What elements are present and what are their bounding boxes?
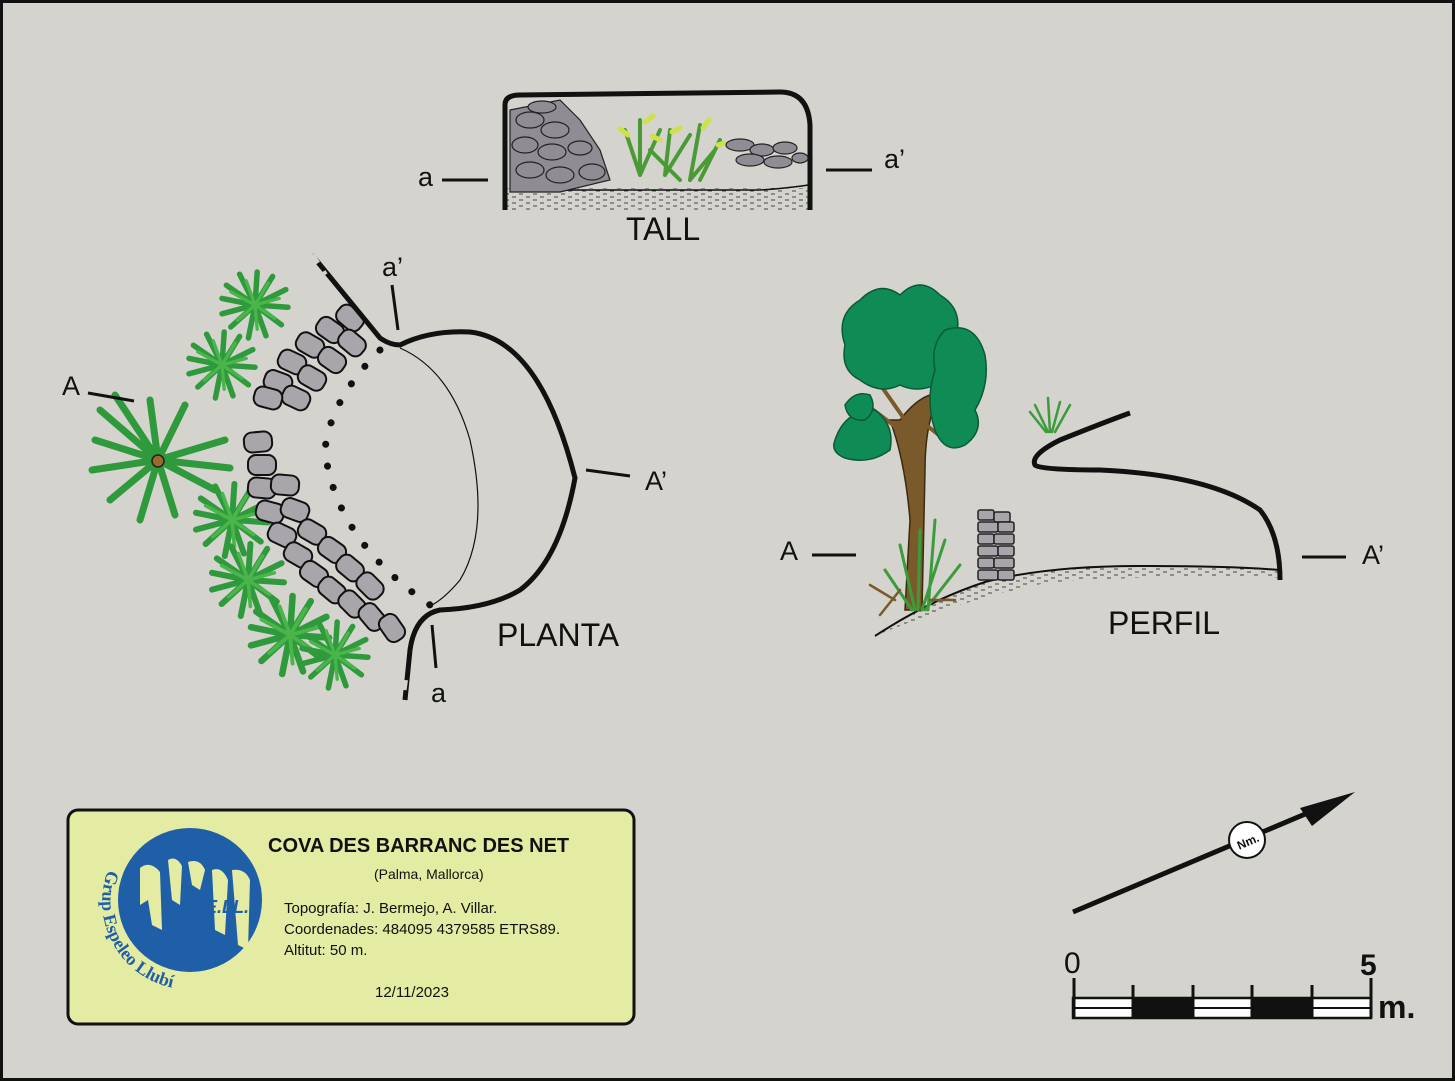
planta-title: PLANTA [497, 617, 620, 653]
perfil-marker-A-prime: A’ [1362, 540, 1384, 570]
info-line-coordenades: Coordenades: 484095 4379585 ETRS89. [284, 921, 560, 938]
tree-trunk [888, 394, 936, 611]
planta-section: a’ a A A’ PLANTA [62, 252, 667, 716]
planta-marker-a-prime: a’ [382, 252, 403, 282]
info-title: COVA DES BARRANC DES NET [268, 835, 569, 857]
planta-marker-a-line [430, 624, 438, 669]
planta-stone-wall-lower [242, 429, 410, 647]
info-subtitle: (Palma, Mallorca) [374, 866, 484, 882]
perfil-title: PERFIL [1108, 605, 1220, 641]
perfil-ground-fill [875, 565, 1280, 636]
tall-floor-sediment [505, 188, 810, 210]
north-arrow-badge [1228, 821, 1266, 859]
planta-marker-a: a [431, 678, 447, 708]
scale-segment-2 [1252, 998, 1312, 1018]
tall-floor-line [510, 184, 809, 191]
planta-cave-outline [310, 253, 578, 701]
perfil-marker-A: A [780, 536, 798, 566]
scale-end-label: 5 [1360, 949, 1377, 982]
planta-marker-A: A [62, 371, 80, 401]
north-arrow-shaft [1072, 809, 1311, 915]
tall-marker-right: a’ [884, 144, 905, 174]
scale-start-label: 0 [1064, 947, 1081, 980]
palm-center [151, 454, 165, 468]
palm-plant [88, 391, 234, 524]
tall-outline [502, 89, 813, 210]
tall-rock-pile-left [509, 99, 611, 193]
scale-unit: m. [1378, 989, 1415, 1025]
tall-rock-pile-right [725, 138, 809, 169]
planta-marker-A-prime-line [585, 468, 631, 478]
info-date: 12/11/2023 [375, 984, 449, 1001]
perfil-grass-clump [868, 518, 962, 617]
tall-shrubs [617, 113, 727, 182]
planta-marker-A-prime: A’ [645, 466, 667, 496]
planta-marker-A-line [87, 391, 135, 403]
perfil-grass-tuft [1028, 396, 1072, 434]
north-arrow: Nm. [1072, 792, 1355, 915]
info-line-topografia: Topografía: J. Bermejo, A. Villar. [284, 900, 497, 917]
info-line-altitut: Altitut: 50 m. [284, 942, 367, 959]
perfil-tree [833, 284, 987, 611]
tall-marker-left: a [418, 162, 434, 192]
info-box: Grup Espeleo Llubí G.E.LL. COVA DES BARR… [66, 808, 636, 1026]
logo-text: G.E.LL. [186, 897, 249, 917]
gell-logo: Grup Espeleo Llubí G.E.LL. [98, 828, 262, 992]
scale-bar: 0 5 m. [1064, 947, 1415, 1025]
planta-dotted-line [321, 346, 434, 609]
scale-segment-1 [1133, 998, 1193, 1018]
tall-title: TALL [626, 211, 700, 247]
planta-marker-a-prime-line [390, 284, 400, 331]
perfil-stone-column [977, 509, 1015, 581]
perfil-section: A A’ PERFIL [780, 284, 1384, 641]
tall-section: a a’ TALL [418, 89, 905, 247]
planta-entrance-dash-top [309, 253, 328, 277]
perfil-roof-outline [1031, 410, 1283, 581]
planta-entrance-dash-bottom [397, 679, 408, 716]
planta-drip-line [399, 347, 479, 606]
north-arrow-head [1300, 792, 1355, 826]
planta-vegetation [88, 272, 368, 688]
